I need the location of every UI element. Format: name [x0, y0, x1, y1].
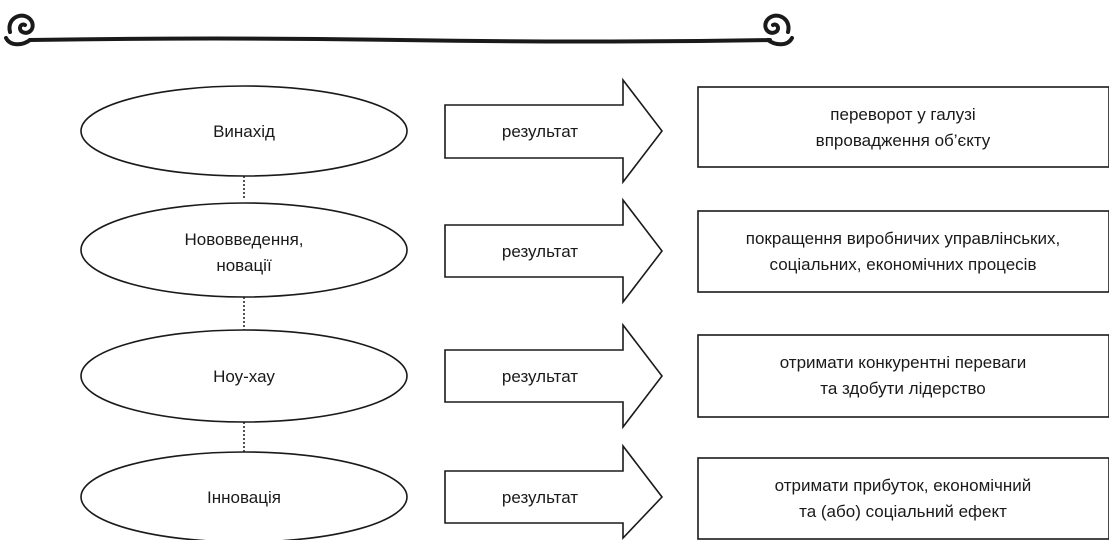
source-ellipse: [80, 202, 408, 298]
arrow-label: результат: [502, 122, 578, 141]
result-line-1: отримати прибуток, економічний: [775, 476, 1032, 495]
header-rule: [28, 36, 772, 44]
row-know-how: Ноу-хау результат отримати конкурентні п…: [80, 322, 1109, 430]
result-box: [697, 210, 1109, 293]
result-arrow: [444, 77, 664, 185]
row-invention: Винахід результат переворот у галузі впр…: [80, 77, 1109, 185]
result-line-1: покращення виробничих управлінських,: [746, 229, 1060, 248]
arrow-label: результат: [502, 488, 578, 507]
source-ellipse: [80, 85, 408, 177]
result-line-2: впровадження об’єкту: [816, 131, 991, 150]
header-ornament: [4, 13, 794, 47]
arrow-label: результат: [502, 367, 578, 386]
source-label: Нововведення,: [184, 230, 303, 249]
result-box: [697, 334, 1109, 418]
result-line-2: соціальних, економічних процесів: [770, 255, 1037, 274]
result-arrow: [444, 322, 664, 430]
source-label: Ноу-хау: [213, 367, 275, 386]
source-ellipse: [80, 329, 408, 423]
result-line-2: та (або) соціальний ефект: [799, 502, 1007, 521]
left-flourish-icon: [4, 13, 35, 47]
right-flourish-icon: [763, 13, 794, 47]
result-line-2: та здобути лідерство: [820, 379, 986, 398]
source-label: Винахід: [213, 122, 275, 141]
row-novelties: Нововведення, новації результат покращен…: [80, 197, 1109, 305]
source-label: новації: [216, 256, 272, 275]
result-line-1: переворот у галузі: [830, 105, 975, 124]
result-box: [697, 457, 1109, 540]
row-innovation: Інновація результат отримати прибуток, е…: [80, 443, 1109, 540]
result-box: [697, 86, 1109, 168]
result-arrow: [444, 443, 664, 540]
result-line-1: отримати конкурентні переваги: [780, 353, 1027, 372]
arrow-label: результат: [502, 242, 578, 261]
source-label: Інновація: [207, 488, 281, 507]
result-arrow: [444, 197, 664, 305]
source-ellipse: [80, 451, 408, 540]
